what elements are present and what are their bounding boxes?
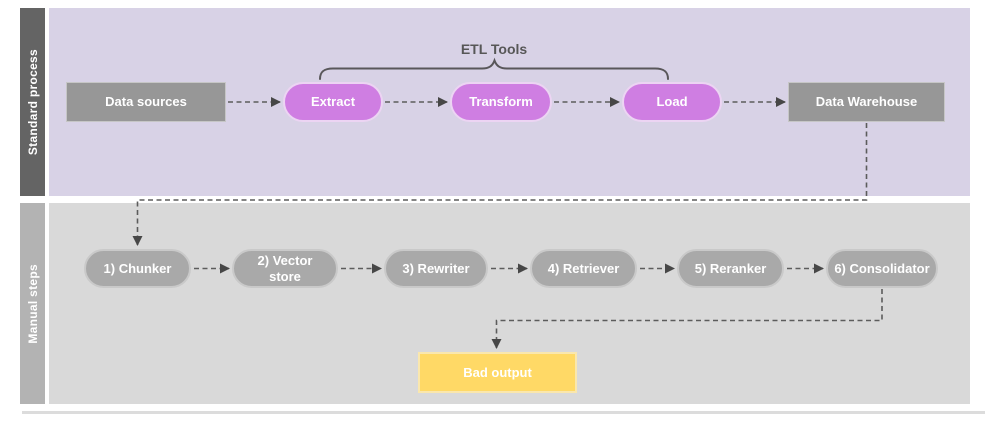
node-rewriter: 3) Rewriter [384,249,488,288]
node-vector-store: 2) Vector store [232,249,338,288]
node-reranker: 5) Reranker [677,249,784,288]
lane-label-standard-process-text: Standard process [25,48,40,156]
bottom-divider [22,411,985,414]
lane-label-manual-steps: Manual steps [20,203,45,404]
node-consolidator: 6) Consolidator [826,249,938,288]
lane-label-standard-process: Standard process [20,8,45,196]
node-data-warehouse: Data Warehouse [788,82,945,122]
node-bad-output: Bad output [418,352,577,393]
node-extract: Extract [283,82,383,122]
node-chunker: 1) Chunker [84,249,191,288]
node-load: Load [622,82,722,122]
etl-tools-label: ETL Tools [460,41,528,57]
lane-label-manual-steps-text: Manual steps [25,263,40,344]
node-transform: Transform [450,82,552,122]
node-data-sources: Data sources [66,82,226,122]
node-retriever: 4) Retriever [530,249,637,288]
